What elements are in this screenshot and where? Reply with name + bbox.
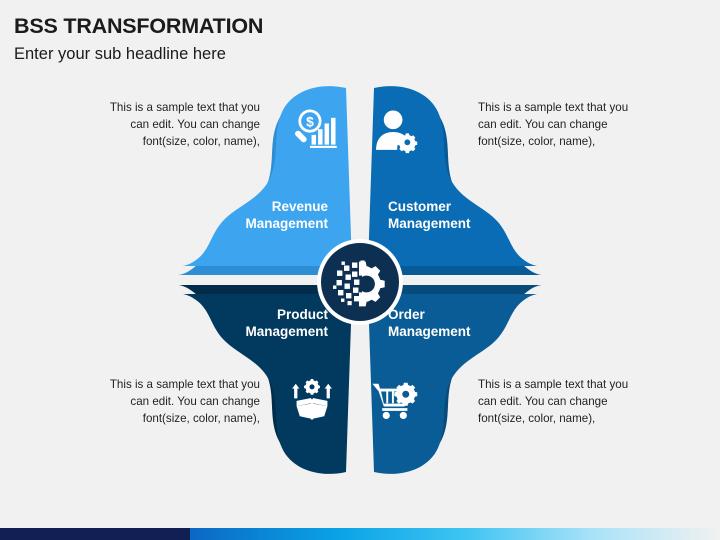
bar-gradient-segment [190, 528, 720, 540]
bottom-decorative-bar [0, 528, 720, 540]
hub-digital-transformation[interactable] [316, 238, 404, 326]
digital-gear-pixels-icon [333, 260, 385, 307]
bar-solid-segment [0, 528, 190, 540]
page-title: BSS TRANSFORMATION [14, 14, 264, 38]
quadrant-text-revenue: This is a sample text that you can edit.… [109, 101, 260, 149]
quadrant-text-order: This is a sample text that you can edit.… [478, 378, 629, 426]
page-subtitle: Enter your sub headline here [14, 44, 226, 63]
quadrant-text-customer: This is a sample text that you can edit.… [478, 101, 629, 149]
quadrant-text-product: This is a sample text that you can edit.… [109, 378, 260, 426]
quadrant-shape-order[interactable] [368, 285, 542, 474]
quadrant-shape-product[interactable] [178, 285, 352, 474]
bss-transformation-diagram: Revenue Management Customer Management P… [0, 78, 720, 478]
header: BSS TRANSFORMATION Enter your sub headli… [14, 14, 614, 65]
